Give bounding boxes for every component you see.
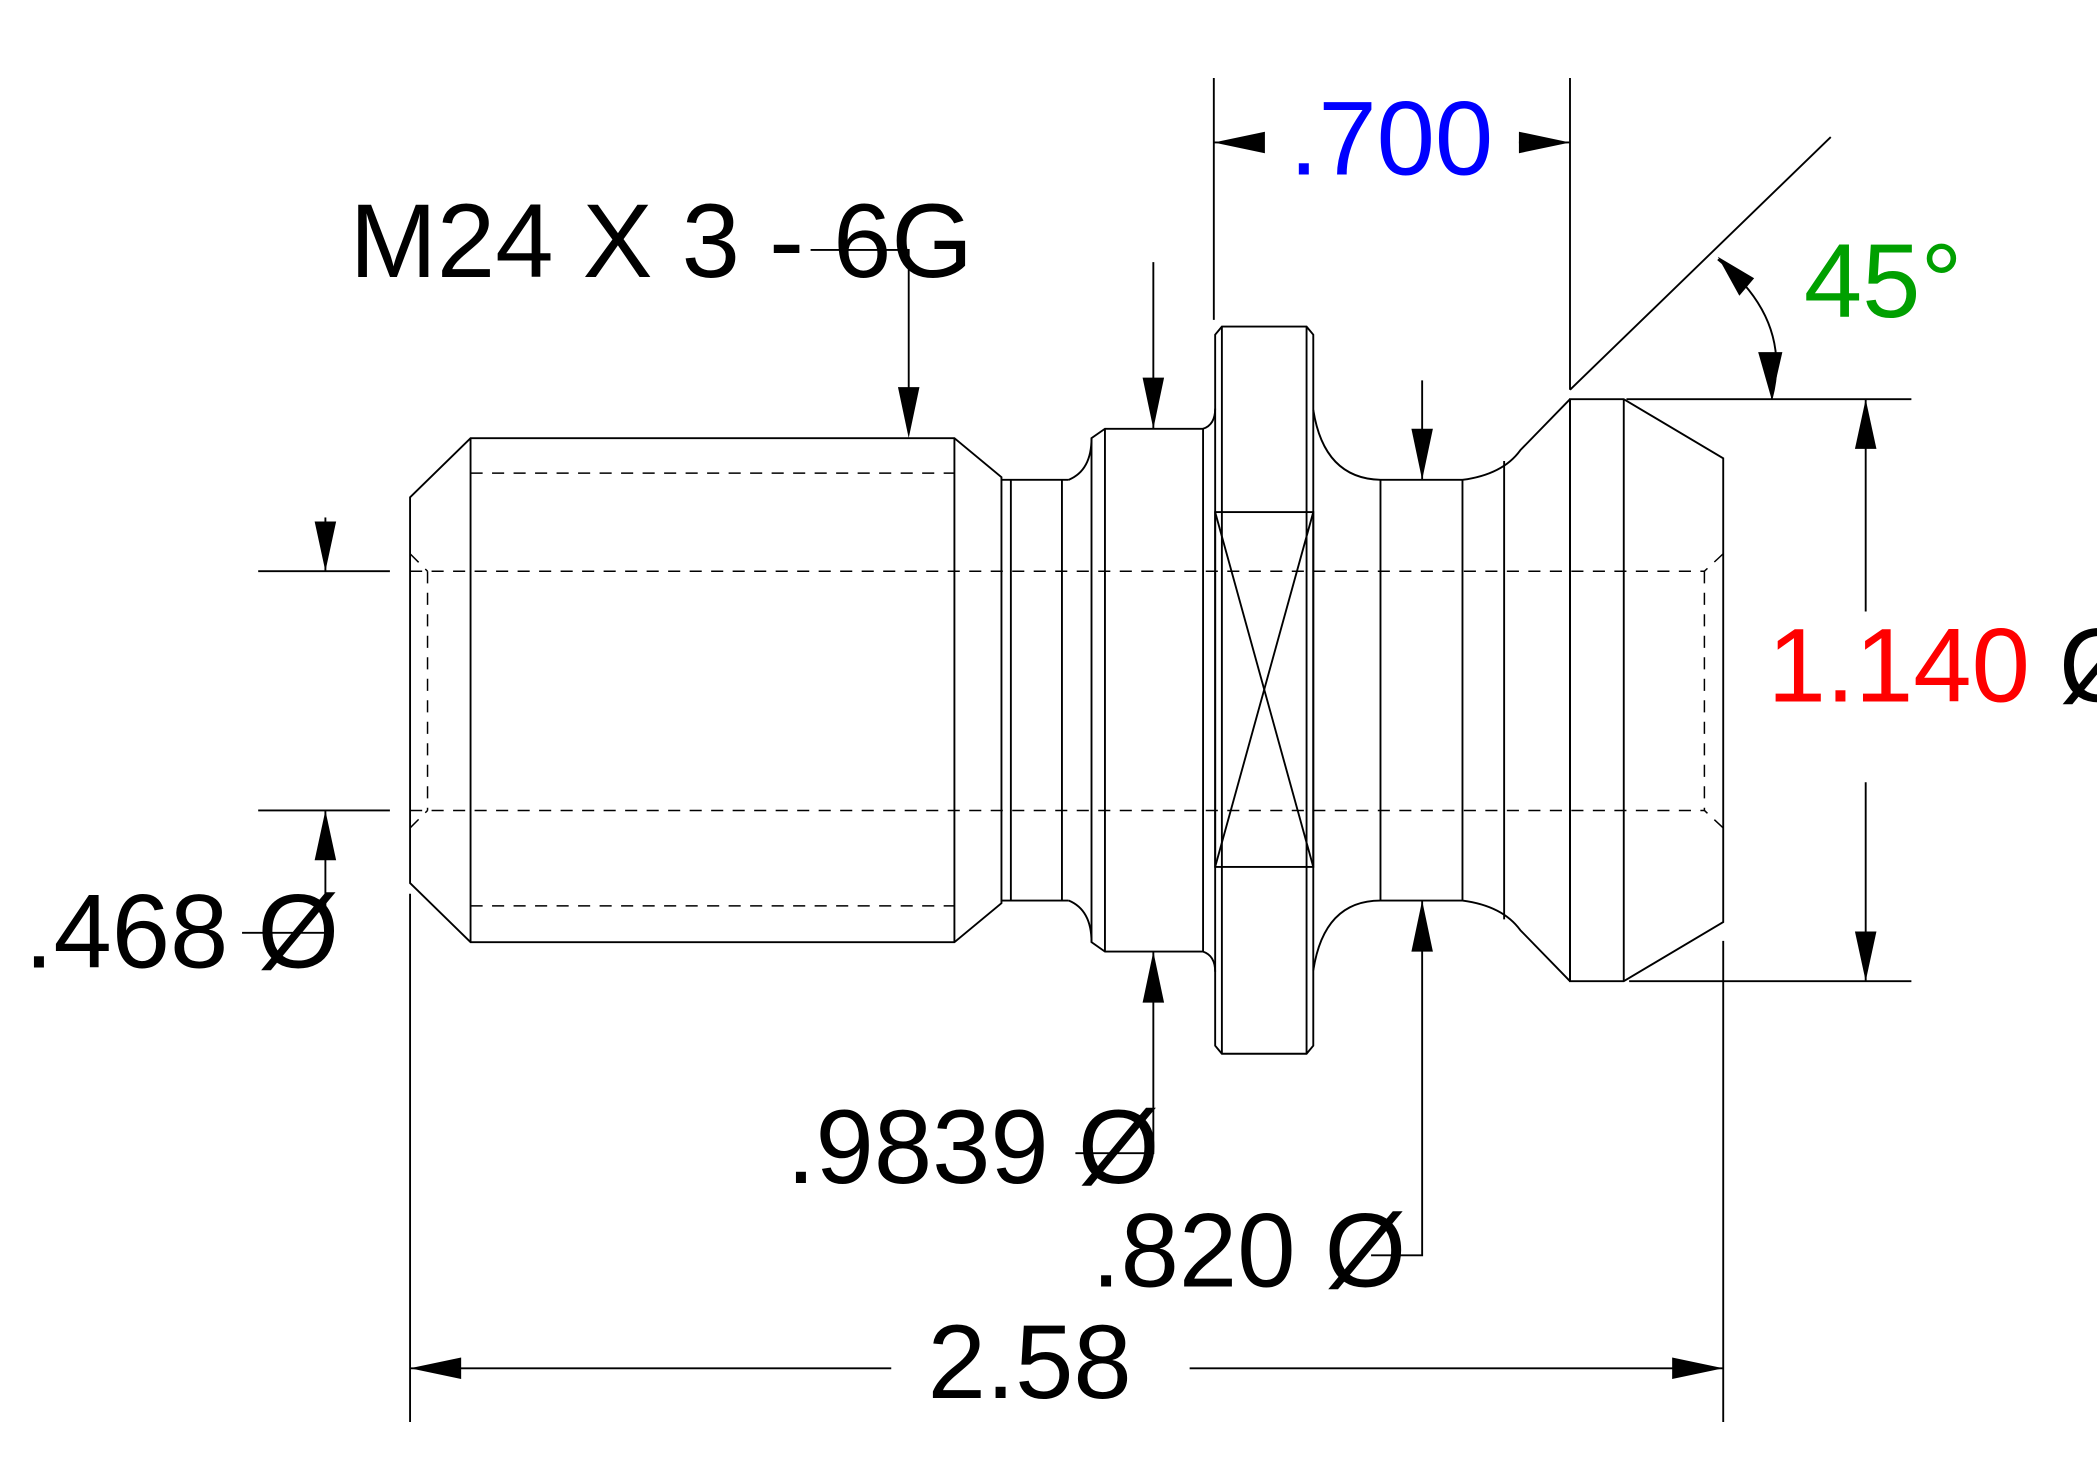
bore-diameter-dimension	[242, 517, 390, 934]
flange-width-label: .700	[1289, 81, 1493, 198]
bore-diameter-label: .468 Ø	[24, 874, 339, 991]
thread-callout-leader	[810, 249, 920, 439]
head-diameter-dimension	[1629, 399, 1912, 983]
chamfer-angle-label: 45°	[1804, 223, 1963, 340]
overall-length-label: 2.58	[928, 1304, 1132, 1421]
hidden-lines	[409, 472, 1724, 907]
head-diameter-value: 1.140	[1768, 608, 2030, 725]
neck-diameter-dimension	[1371, 380, 1433, 1257]
thread-callout: M24 X 3 - 6G	[350, 183, 973, 300]
overall-length-dimension	[409, 893, 1725, 1423]
neck-diameter-label: .820 Ø	[1092, 1192, 1407, 1309]
part-outline	[409, 325, 1725, 1055]
flange-width-dimension	[1212, 77, 1571, 390]
diameter-symbol: Ø	[2059, 608, 2097, 725]
head-diameter-label: 1.140 Ø	[1768, 608, 2097, 725]
collar-diameter-dimension	[1075, 262, 1165, 1155]
collar-diameter-label: .9839 Ø	[786, 1089, 1159, 1206]
chamfer-angle-dimension	[1569, 136, 1912, 401]
